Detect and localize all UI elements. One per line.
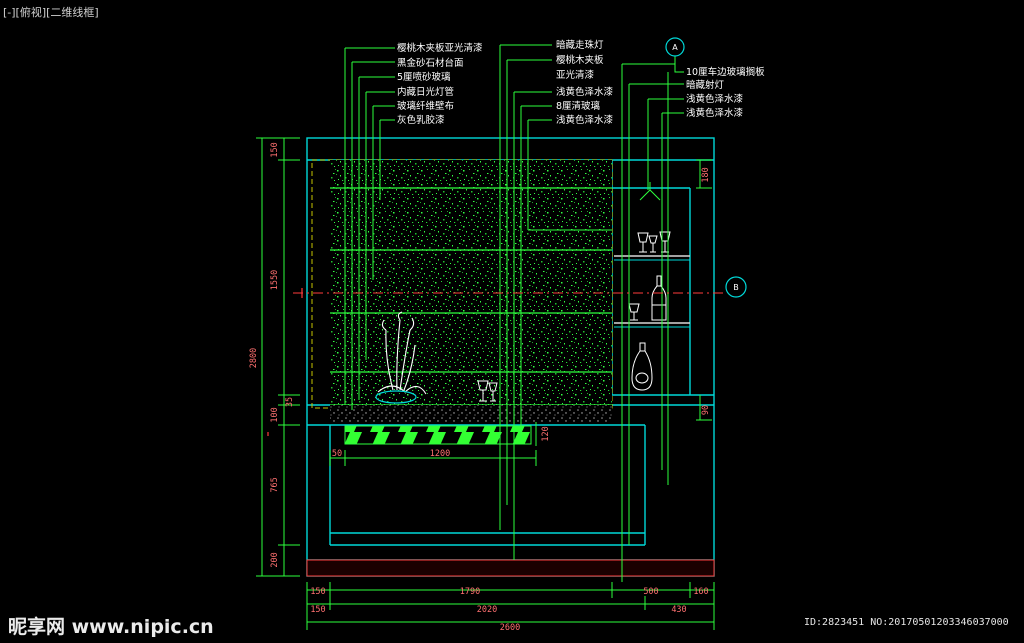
orchid-plant-icon	[377, 311, 427, 395]
annotations-right: 10厘车边玻璃搁板 暗藏射灯 浅黄色泽水漆 浅黄色泽水漆	[686, 66, 765, 119]
dim-1200: 1200	[430, 449, 450, 459]
wine-glass-icons	[637, 231, 671, 253]
counter-glass-icons	[477, 380, 498, 402]
dim-b2-2020: 2020	[477, 605, 497, 615]
dim-b1-150: 150	[310, 587, 325, 597]
dims-bottom-text: 150 1790 500 160 150 2020 430 2600	[310, 587, 708, 633]
red-center-marks	[267, 288, 303, 436]
dim-150-top: 150	[270, 142, 280, 157]
dim-b1-500: 500	[643, 587, 658, 597]
bottle-icon	[628, 275, 667, 321]
dim-180: 180	[701, 167, 711, 182]
axis-marker-b-label: B	[733, 283, 739, 292]
annotation-yellow-paint-2: 浅黄色泽水漆	[556, 114, 614, 126]
annotations-mid: 暗藏走珠灯 樱桃木夹板 亚光清漆 浅黄色泽水漆 8厘清玻璃 浅黄色泽水漆	[556, 39, 614, 126]
annotation-yellow-paint-1: 浅黄色泽水漆	[556, 86, 614, 98]
watermark-site: 昵享网 www.nipic.cn	[8, 616, 214, 638]
dim-1550: 1550	[270, 270, 280, 290]
annotation-granite-top: 黑金砂石材台面	[397, 57, 464, 69]
dim-765: 765	[270, 477, 280, 492]
dim-90: 90	[701, 405, 711, 415]
dim-b2-150: 150	[310, 605, 325, 615]
dims-right-text: 180 90	[701, 167, 711, 415]
dim-b2-430: 430	[671, 605, 686, 615]
decanter-icon	[631, 342, 653, 391]
annotation-grey-paint: 灰色乳胶漆	[397, 114, 445, 126]
dim-50: 50	[332, 449, 342, 459]
axis-marker-a: A	[665, 37, 685, 57]
axis-marker-a-label: A	[672, 43, 678, 52]
annotation-clear-glass: 8厘清玻璃	[556, 100, 600, 112]
viewport-label[interactable]: [-][俯视][二维线框]	[3, 6, 99, 19]
dim-2800: 2800	[249, 348, 259, 368]
plinth-base	[306, 559, 715, 577]
spotlight-icon	[639, 182, 661, 201]
shelf-cyan-lines	[614, 259, 690, 328]
annotation-cherry-veneer: 樱桃木夹板亚光清漆	[397, 42, 483, 54]
dim-b1-1790: 1790	[460, 587, 480, 597]
annotation-matte-varnish: 亚光清漆	[556, 69, 595, 81]
annotation-cherry-veneer-2: 樱桃木夹板	[556, 54, 604, 66]
annotations-left: 樱桃木夹板亚光清漆 黑金砂石材台面 5厘喷砂玻璃 内藏日光灯管 玻璃纤维壁布 灰…	[397, 42, 483, 126]
annotation-fluorescent: 内藏日光灯管	[397, 86, 454, 98]
plant-pot	[375, 390, 417, 404]
annotation-spotlight: 暗藏射灯	[686, 79, 725, 91]
annotation-yellow-paint-4: 浅黄色泽水漆	[686, 107, 744, 119]
stone-countertop	[330, 405, 612, 422]
axis-marker-b: B	[293, 276, 747, 298]
striped-recess	[344, 425, 532, 445]
dim-total-2600: 2600	[500, 623, 520, 633]
glass-shelves	[614, 255, 690, 324]
dim-35: 35	[285, 397, 295, 407]
dimension-lines	[256, 137, 715, 630]
annotation-glass-shelf: 10厘车边玻璃搁板	[686, 66, 765, 78]
dim-120: 120	[541, 426, 551, 441]
annotation-yellow-paint-3: 浅黄色泽水漆	[686, 93, 744, 105]
dims-inner-text: 120 50 1200	[332, 426, 551, 459]
annotation-bead-light: 暗藏走珠灯	[556, 39, 604, 51]
dim-100: 100	[270, 407, 280, 422]
leader-lines	[344, 44, 684, 582]
annotation-fiber-wallcloth: 玻璃纤维壁布	[397, 100, 454, 112]
dim-b1-160: 160	[693, 587, 708, 597]
dim-200: 200	[270, 552, 280, 567]
sandblasted-glass-panel	[330, 160, 612, 405]
watermark-id: ID:2823451 NO:20170501203346037000	[804, 617, 1009, 628]
dims-left-text: 150 1550 2800 100 35 765 200	[249, 142, 295, 567]
annotation-sandblast-glass: 5厘喷砂玻璃	[397, 71, 451, 83]
